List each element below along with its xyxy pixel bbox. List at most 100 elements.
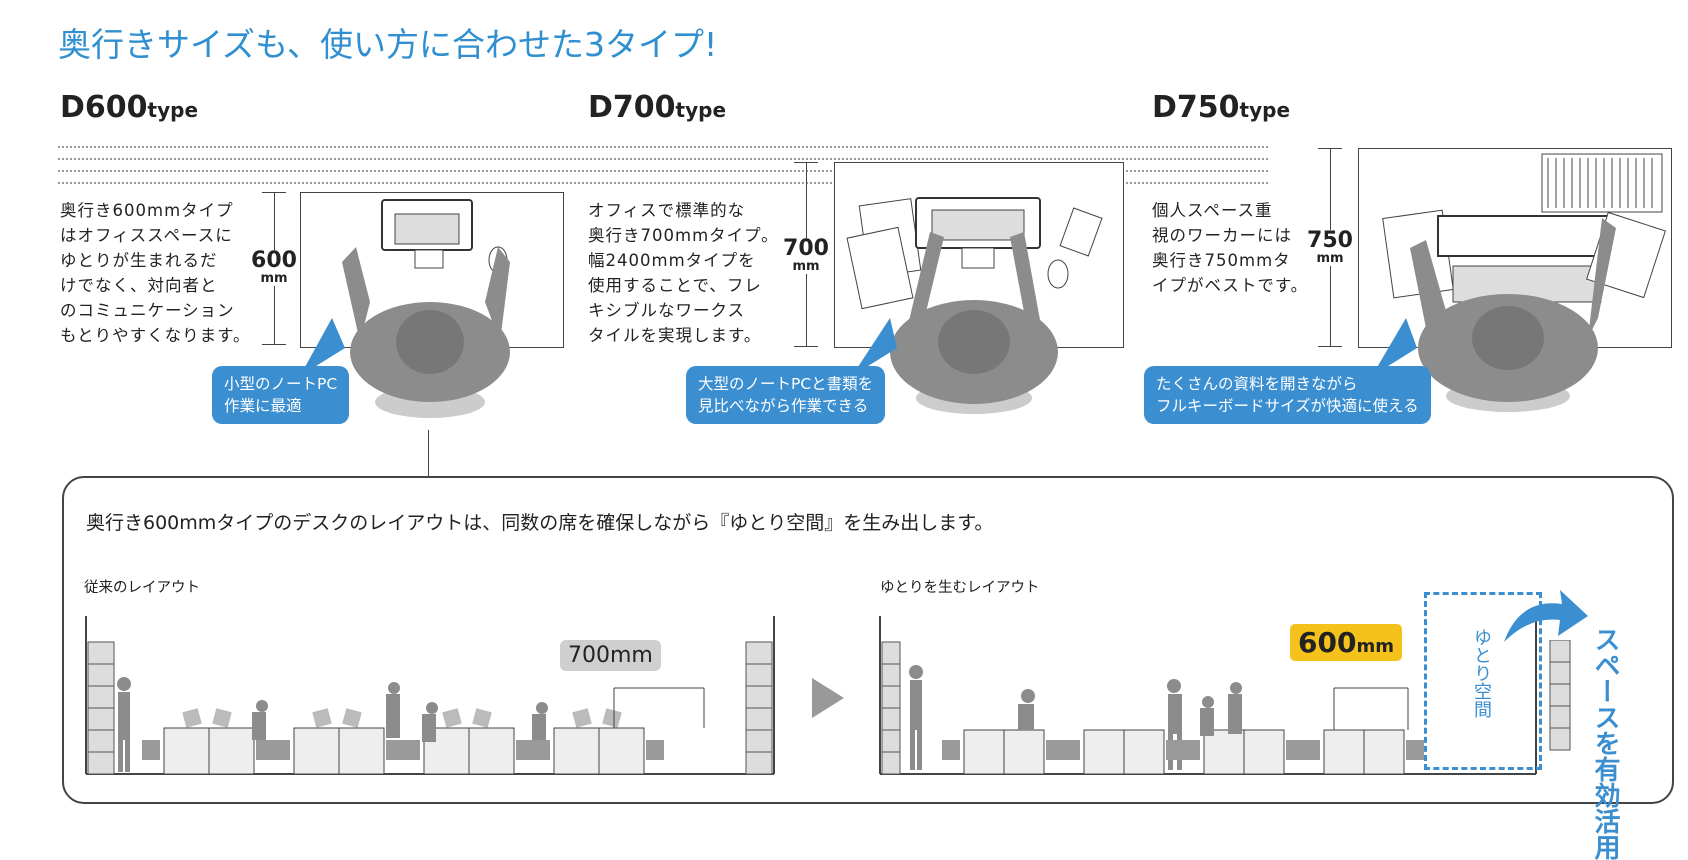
dimension-tick (262, 344, 286, 345)
desc-line: 個人スペース重 (1152, 201, 1273, 220)
document-icon (846, 226, 914, 310)
person-head (396, 310, 464, 374)
dotted-divider (58, 170, 1268, 172)
layout-comparison-panel (62, 476, 1674, 804)
type-suffix: type (147, 98, 199, 122)
type-description-d750: 個人スペース重 視のワーカーには 奥行き750mmタ イプがベストです。 (1152, 198, 1308, 298)
desc-line: キシブルなワークス (588, 301, 746, 320)
spacious-layout-illustration (879, 616, 1537, 775)
depth-unit: mm (1356, 636, 1394, 657)
depth-tag-700: 700mm (560, 640, 661, 671)
type-header-d600: D600type (60, 90, 198, 125)
conventional-layout-label: 従来のレイアウト (84, 580, 200, 596)
depth-tag-600: 600mm (1290, 624, 1402, 661)
keyboard-icon (931, 209, 1025, 241)
dimension-value: 750 (1307, 228, 1353, 253)
desc-line: もとりやすくなります。 (60, 326, 251, 345)
desk-illustration-d600 (342, 199, 510, 418)
type-suffix: type (1239, 98, 1291, 122)
monitor-icon (1437, 215, 1619, 257)
desc-line: はオフィススペースに (60, 226, 233, 245)
trackpad-icon (961, 247, 995, 269)
type-code: D750 (1152, 90, 1240, 125)
desk-group-icon (163, 708, 645, 775)
chair-icon (142, 740, 664, 760)
panel-description: 奥行き600mmタイプのデスクのレイアウトは、同数の席を確保しながら『ゆとり空間… (86, 512, 994, 534)
dimension-tick (794, 346, 818, 347)
type-description-d700: オフィスで標準的な 奥行き700mmタイプ。 幅2400mmタイプを 使用するこ… (588, 198, 779, 348)
type-description-d600: 奥行き600mmタイプ はオフィススペースに ゆとりが生まれるだ けでなく、対向… (60, 198, 251, 348)
desc-line: 奥行き700mmタイプ。 (588, 226, 779, 245)
person-arm (1010, 232, 1044, 342)
dotted-divider (58, 158, 1268, 160)
person-arm (1588, 218, 1616, 338)
document-icon (1059, 207, 1103, 257)
keyboard-icon (394, 213, 460, 245)
trackpad-icon (414, 249, 444, 269)
page-title: 奥行きサイズも、使い方に合わせた3タイプ! (58, 25, 718, 64)
person-head (1472, 306, 1544, 370)
dimension-value: 600 (251, 248, 297, 273)
dimension-label-d750: 750 mm (1304, 230, 1356, 266)
callout-line: 大型のノートPCと書類を (698, 375, 874, 393)
spacious-zone-label: ゆとり空間 (1471, 628, 1492, 718)
type-code: D600 (60, 90, 148, 125)
desk-group-icon (963, 729, 1405, 775)
dimension-unit: mm (792, 259, 820, 274)
desc-line: ゆとりが生まれるだ (60, 251, 218, 270)
desc-line: 視のワーカーには (1152, 226, 1292, 245)
chair-icon (942, 740, 1424, 760)
dimension-unit: mm (260, 271, 288, 286)
dotted-divider (58, 182, 1268, 184)
desc-line: 幅2400mmタイプを (588, 251, 756, 270)
type-header-d700: D700type (588, 90, 726, 125)
callout-line: 作業に最適 (224, 397, 302, 415)
desk-illustration-d700 (846, 197, 1103, 414)
depth-value: 600 (1298, 626, 1357, 659)
type-header-d750: D750type (1152, 90, 1290, 125)
desc-line: イプがベストです。 (1152, 276, 1309, 295)
desc-line: 使用することで、フレ (588, 276, 762, 295)
person-arm (904, 232, 944, 342)
callout-d700: 大型のノートPCと書類を 見比べながら作業できる (686, 366, 886, 424)
dimension-label-d600: 600 mm (248, 250, 300, 286)
spacious-zone (1424, 592, 1542, 770)
person-arm (485, 247, 510, 342)
desc-line: タイルを実現します。 (588, 326, 762, 345)
dimension-tick (794, 162, 818, 163)
effective-use-label: スペースを有効活用 (1590, 626, 1620, 860)
callout-d750: たくさんの資料を開きながら フルキーボードサイズが快適に使える (1144, 366, 1431, 424)
bubble-pointer (1372, 318, 1417, 376)
person-arm (342, 247, 370, 342)
type-code: D700 (588, 90, 676, 125)
dotted-divider (58, 146, 1268, 148)
person-figures-icon (909, 665, 1242, 770)
person-figures-icon (117, 677, 548, 772)
desc-line: けでなく、対向者と (60, 276, 218, 295)
storage-shelf-icon (87, 641, 115, 775)
storage-shelf-icon (745, 641, 773, 775)
connector-line (428, 430, 429, 476)
mouse-icon (1047, 259, 1069, 289)
dimension-tick (1318, 148, 1342, 149)
callout-d600: 小型のノートPC 作業に最適 (212, 366, 350, 424)
curved-arrow-icon (1504, 590, 1588, 642)
desk-illustration-d750 (1382, 153, 1666, 412)
desc-line: オフィスで標準的な (588, 201, 746, 220)
dimension-unit: mm (1316, 251, 1344, 266)
arrow-right-icon (812, 678, 844, 718)
callout-line: フルキーボードサイズが快適に使える (1156, 397, 1419, 415)
bubble-pointer (852, 318, 897, 376)
bubble-pointer (300, 318, 345, 376)
desc-line: のコミュニケーション (60, 301, 235, 320)
callout-line: たくさんの資料を開きながら (1156, 375, 1358, 393)
dimension-tick (1318, 346, 1342, 347)
person-head (938, 310, 1010, 374)
callout-line: 見比べながら作業できる (698, 397, 869, 415)
storage-shelf-icon (1549, 640, 1571, 751)
callout-line: 小型のノートPC (224, 375, 338, 393)
person-arm (1410, 240, 1448, 338)
conventional-layout-illustration (85, 616, 775, 775)
dimension-tick (262, 192, 286, 193)
file-cabinet-icon (1541, 153, 1663, 213)
